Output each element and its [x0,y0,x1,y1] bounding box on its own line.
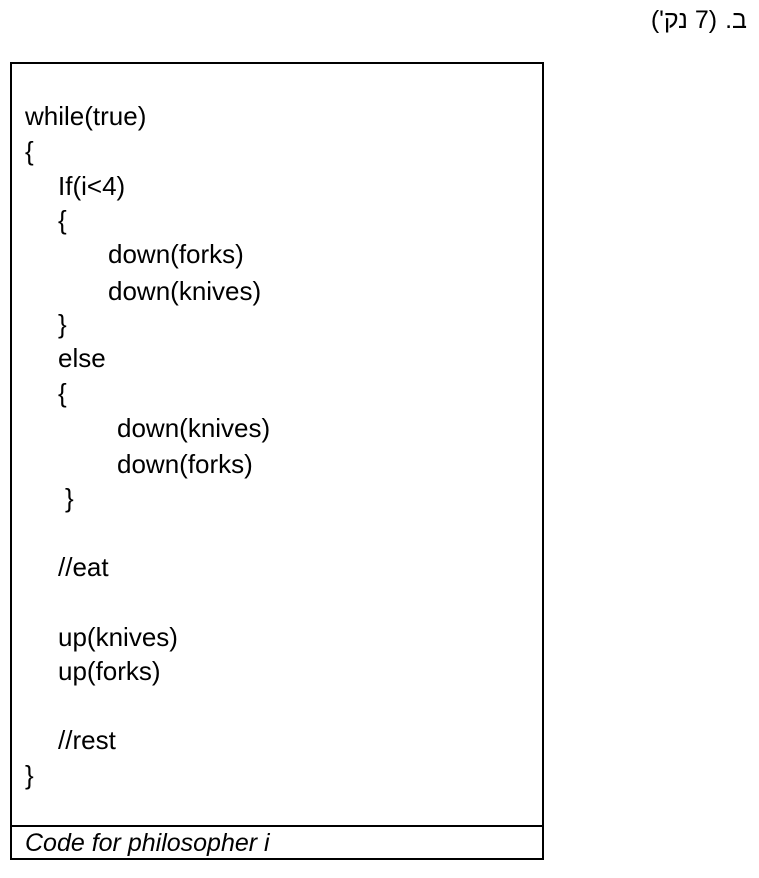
code-line: while(true) [25,101,147,131]
code-line: down(forks) [108,239,244,269]
code-line: down(knives) [108,276,262,306]
code-line: up(knives) [58,622,178,652]
code-line: } [58,309,67,339]
code-line: { [58,205,67,235]
code-line: //eat [58,552,109,582]
code-line: { [25,136,34,166]
question-letter: ב. [725,6,747,34]
code-line: //rest [58,725,116,755]
code-line: down(knives) [117,413,271,443]
code-block: while(true) { If(i<4) { down(forks) down… [12,64,542,827]
code-line: down(forks) [117,449,253,479]
code-box: while(true) { If(i<4) { down(forks) down… [10,62,544,860]
question-header: ב.(7 נק') [651,6,747,35]
question-points: (7 נק') [650,6,718,34]
code-line: up(forks) [58,656,161,686]
code-line: } [65,483,74,513]
code-line: else [58,343,106,373]
caption-row: Code for philosopher i [12,825,542,858]
code-caption: Code for philosopher i [25,829,270,857]
code-line: } [25,760,34,790]
code-line: If(i<4) [58,171,126,201]
code-line: { [58,378,67,408]
